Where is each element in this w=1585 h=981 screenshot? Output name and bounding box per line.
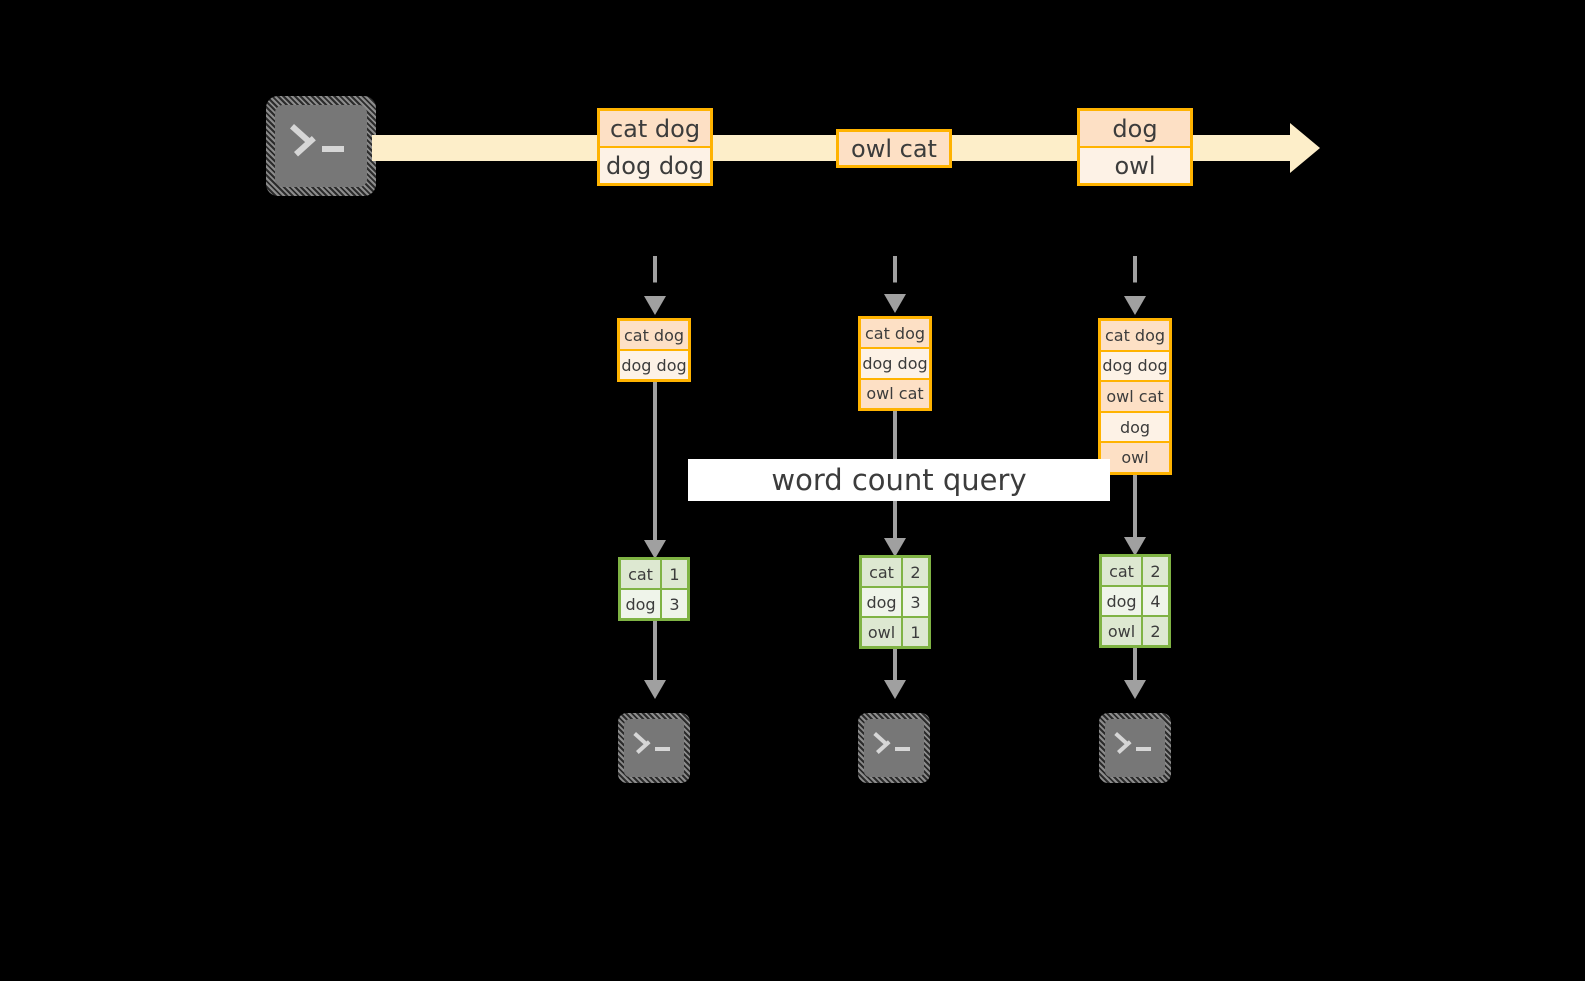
table-row: dog 3 — [621, 590, 687, 618]
buffer-line: cat dog — [620, 321, 688, 351]
cell-count: 1 — [662, 560, 687, 588]
cell-count: 1 — [903, 618, 928, 646]
col3-input-buffer: cat dog dog dog owl cat dog owl — [1098, 318, 1172, 475]
dashed-down-arrow-icon-col1 — [653, 256, 657, 304]
table-row: cat 2 — [1102, 557, 1168, 587]
output-arrow-col2 — [893, 649, 897, 687]
record-line: owl — [1080, 148, 1190, 183]
record-line: owl cat — [839, 132, 949, 165]
buffer-line: owl cat — [861, 379, 929, 408]
table-row: dog 4 — [1102, 587, 1168, 617]
record-line: dog dog — [600, 148, 710, 183]
cell-word: cat — [862, 558, 903, 586]
terminal-screen — [864, 719, 924, 777]
record-line: cat dog — [600, 111, 710, 148]
cell-word: owl — [862, 618, 903, 646]
table-row: dog 3 — [862, 588, 928, 618]
prompt-underscore — [895, 747, 910, 751]
arrowhead-icon-col1-out — [644, 680, 666, 699]
buffer-line: owl — [1101, 443, 1169, 472]
buffer-line: cat dog — [861, 319, 929, 350]
table-row: cat 1 — [621, 560, 687, 590]
prompt-underscore — [1136, 747, 1151, 751]
cell-word: cat — [621, 560, 662, 588]
col1-result-table: cat 1 dog 3 — [618, 557, 690, 621]
cell-word: dog — [621, 590, 662, 618]
col2-result-table: cat 2 dog 3 owl 1 — [859, 555, 931, 649]
cell-count: 4 — [1143, 587, 1168, 615]
terminal-screen — [624, 719, 684, 777]
arrowhead-icon-col3-out — [1124, 680, 1146, 699]
output-arrow-col3 — [1133, 648, 1137, 687]
buffer-line: owl cat — [1101, 382, 1169, 413]
prompt-underscore — [655, 747, 670, 751]
cell-count: 3 — [662, 590, 687, 618]
query-arrow-col3 — [1133, 475, 1137, 551]
query-arrow-col1 — [653, 382, 657, 552]
table-row: cat 2 — [862, 558, 928, 588]
cell-count: 3 — [903, 588, 928, 616]
buffer-line: dog — [1101, 412, 1169, 444]
terminal-screen — [1105, 719, 1165, 777]
stream-batch-3: dog owl — [1077, 108, 1193, 186]
buffer-line: dog dog — [620, 351, 688, 379]
dashed-down-arrow-icon-col3 — [1133, 256, 1137, 304]
record-line: dog — [1080, 111, 1190, 148]
cell-count: 2 — [1143, 557, 1168, 585]
cell-word: cat — [1102, 557, 1143, 585]
cell-count: 2 — [1143, 617, 1168, 645]
arrowhead-icon-col3-in — [1124, 296, 1146, 315]
arrowhead-icon-col1-in — [644, 296, 666, 315]
col2-input-buffer: cat dog dog dog owl cat — [858, 316, 932, 411]
cell-word: dog — [1102, 587, 1143, 615]
buffer-line: dog dog — [861, 349, 929, 380]
terminal-icon-sink-col1 — [618, 713, 690, 783]
arrowhead-icon-col3-query — [1124, 537, 1146, 556]
arrowhead-icon-col1-query — [644, 540, 666, 559]
query-label: word count query — [688, 459, 1110, 501]
buffer-line: cat dog — [1101, 321, 1169, 352]
table-row: owl 1 — [862, 618, 928, 646]
stream-batch-2: owl cat — [836, 129, 952, 168]
terminal-screen — [275, 105, 367, 187]
terminal-icon-sink-col3 — [1099, 713, 1171, 783]
col1-input-buffer: cat dog dog dog — [617, 318, 691, 382]
stream-arrowhead-icon — [1290, 123, 1320, 173]
terminal-icon-source — [266, 96, 376, 196]
cell-word: dog — [862, 588, 903, 616]
terminal-icon-sink-col2 — [858, 713, 930, 783]
buffer-line: dog dog — [1101, 351, 1169, 383]
output-arrow-col1 — [653, 621, 657, 687]
cell-word: owl — [1102, 617, 1143, 645]
col3-result-table: cat 2 dog 4 owl 2 — [1099, 554, 1171, 648]
cell-count: 2 — [903, 558, 928, 586]
prompt-underscore — [322, 146, 344, 152]
arrowhead-icon-col2-out — [884, 680, 906, 699]
dashed-down-arrow-icon-col2 — [893, 256, 897, 304]
table-row: owl 2 — [1102, 617, 1168, 645]
arrowhead-icon-col2-query — [884, 538, 906, 557]
arrowhead-icon-col2-in — [884, 294, 906, 313]
stream-batch-1: cat dog dog dog — [597, 108, 713, 186]
